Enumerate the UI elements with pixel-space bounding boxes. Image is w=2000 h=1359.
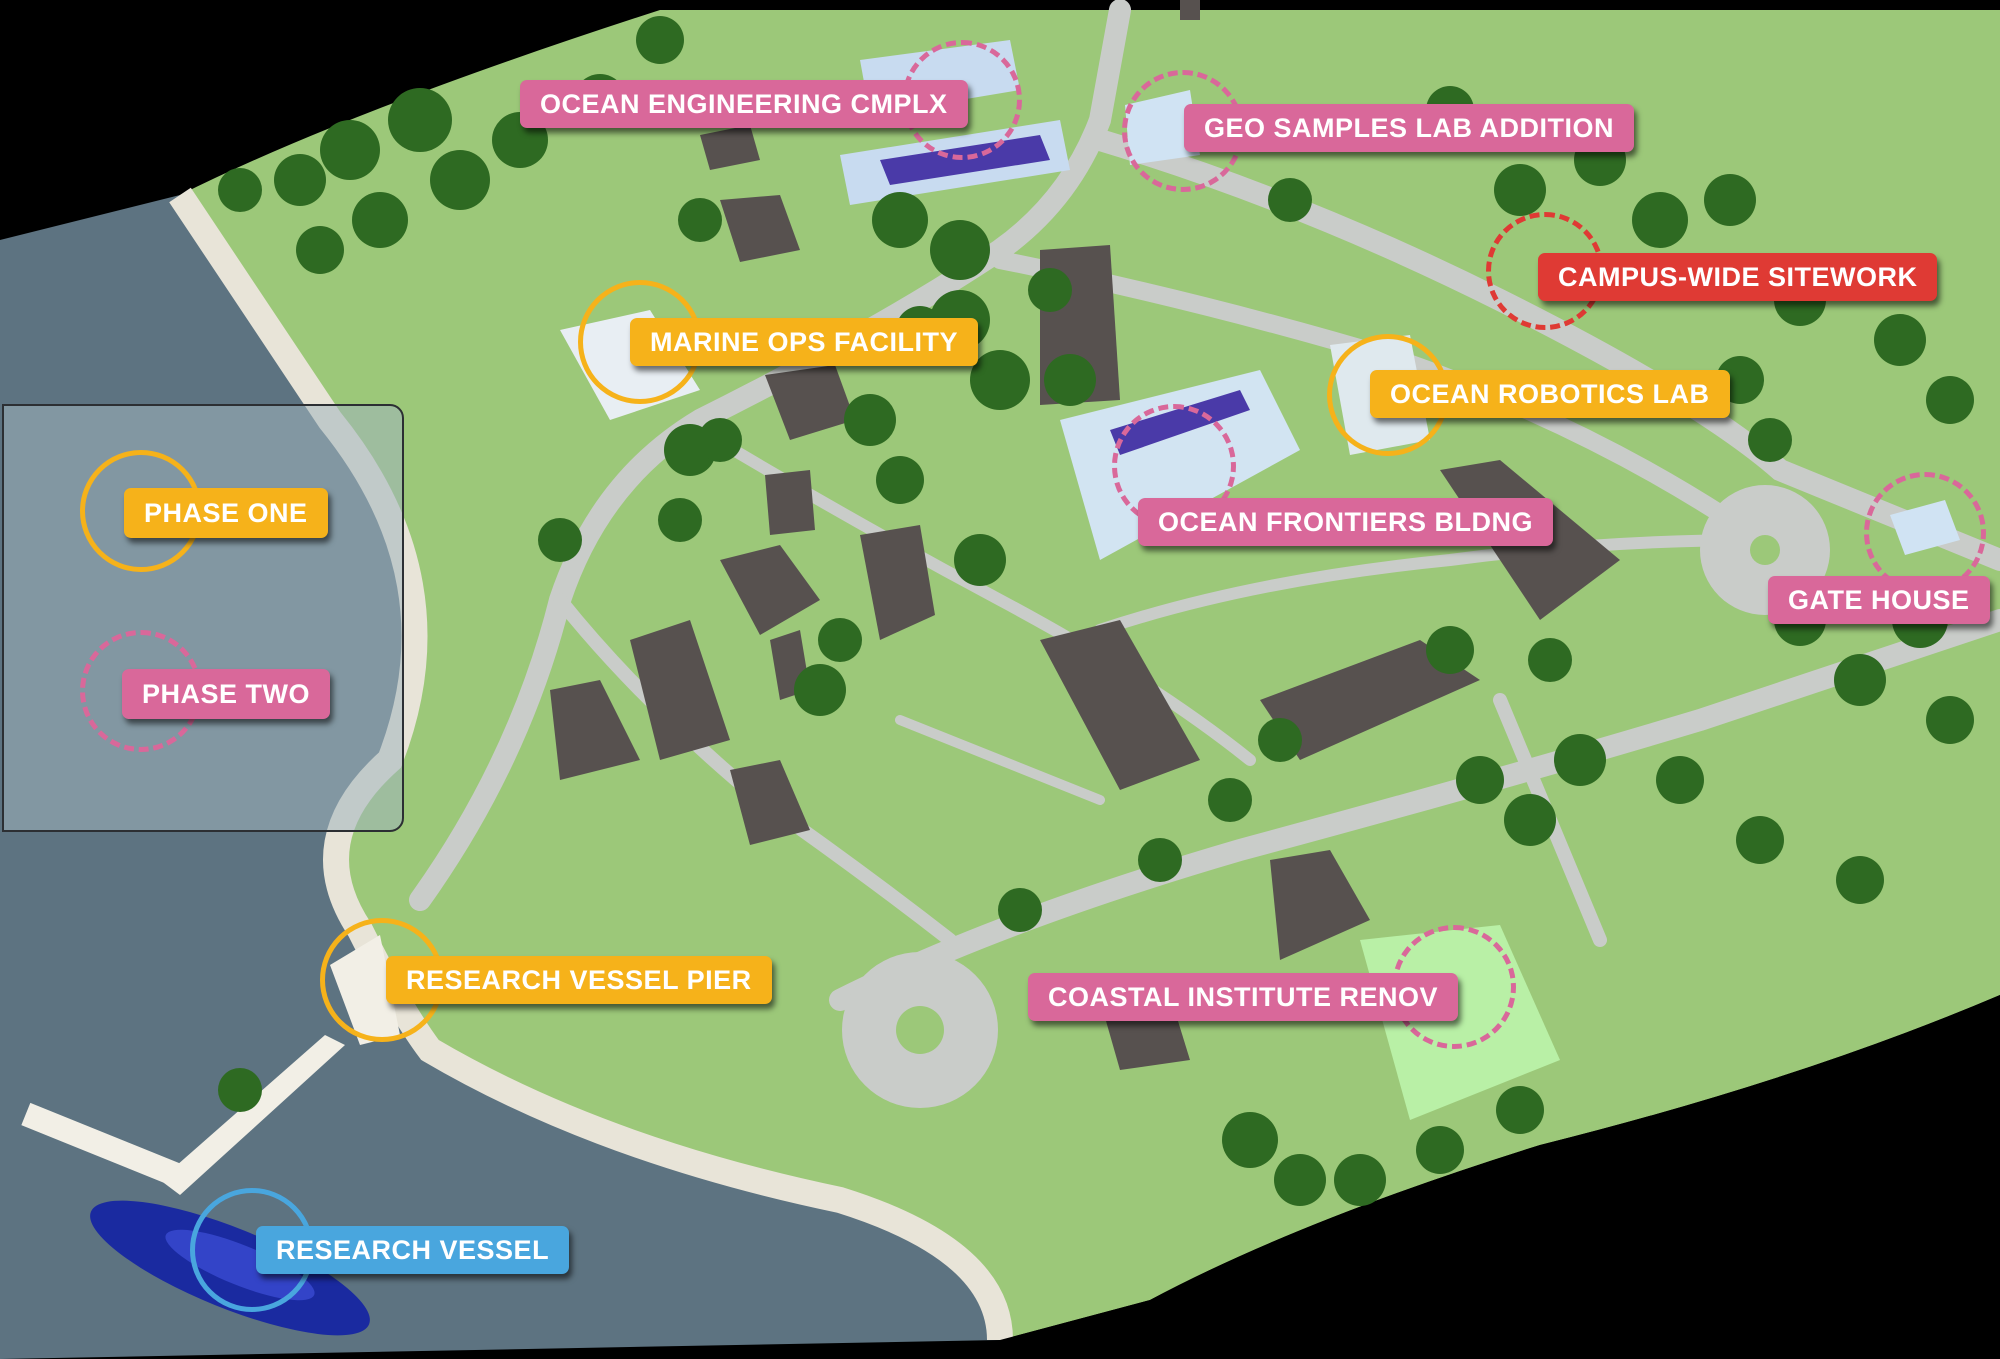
label-ocean-robotics-lab[interactable]: OCEAN ROBOTICS LAB: [1370, 370, 1730, 418]
legend-phase-one: PHASE ONE: [124, 488, 328, 538]
label-ocean-engineering-cmplx[interactable]: OCEAN ENGINEERING CMPLX: [520, 80, 968, 128]
label-geo-samples-lab-addition[interactable]: GEO SAMPLES LAB ADDITION: [1184, 104, 1635, 152]
phase-legend: [2, 404, 404, 832]
land-edge: [1000, 995, 2000, 1359]
tree-canopy: [218, 16, 1974, 1206]
legend-phase-two: PHASE TWO: [122, 669, 331, 719]
label-campus-wide-sitework[interactable]: CAMPUS-WIDE SITEWORK: [1538, 253, 1938, 301]
label-research-vessel[interactable]: RESEARCH VESSEL: [256, 1226, 570, 1274]
label-marine-ops-facility[interactable]: MARINE OPS FACILITY: [630, 318, 979, 366]
label-gate-house[interactable]: GATE HOUSE: [1768, 576, 1990, 624]
label-research-vessel-pier[interactable]: RESEARCH VESSEL PIER: [386, 956, 772, 1004]
label-ocean-frontiers-bldng[interactable]: OCEAN FRONTIERS BLDNG: [1138, 498, 1553, 546]
label-coastal-institute-renov[interactable]: COASTAL INSTITUTE RENOV: [1028, 973, 1459, 1021]
